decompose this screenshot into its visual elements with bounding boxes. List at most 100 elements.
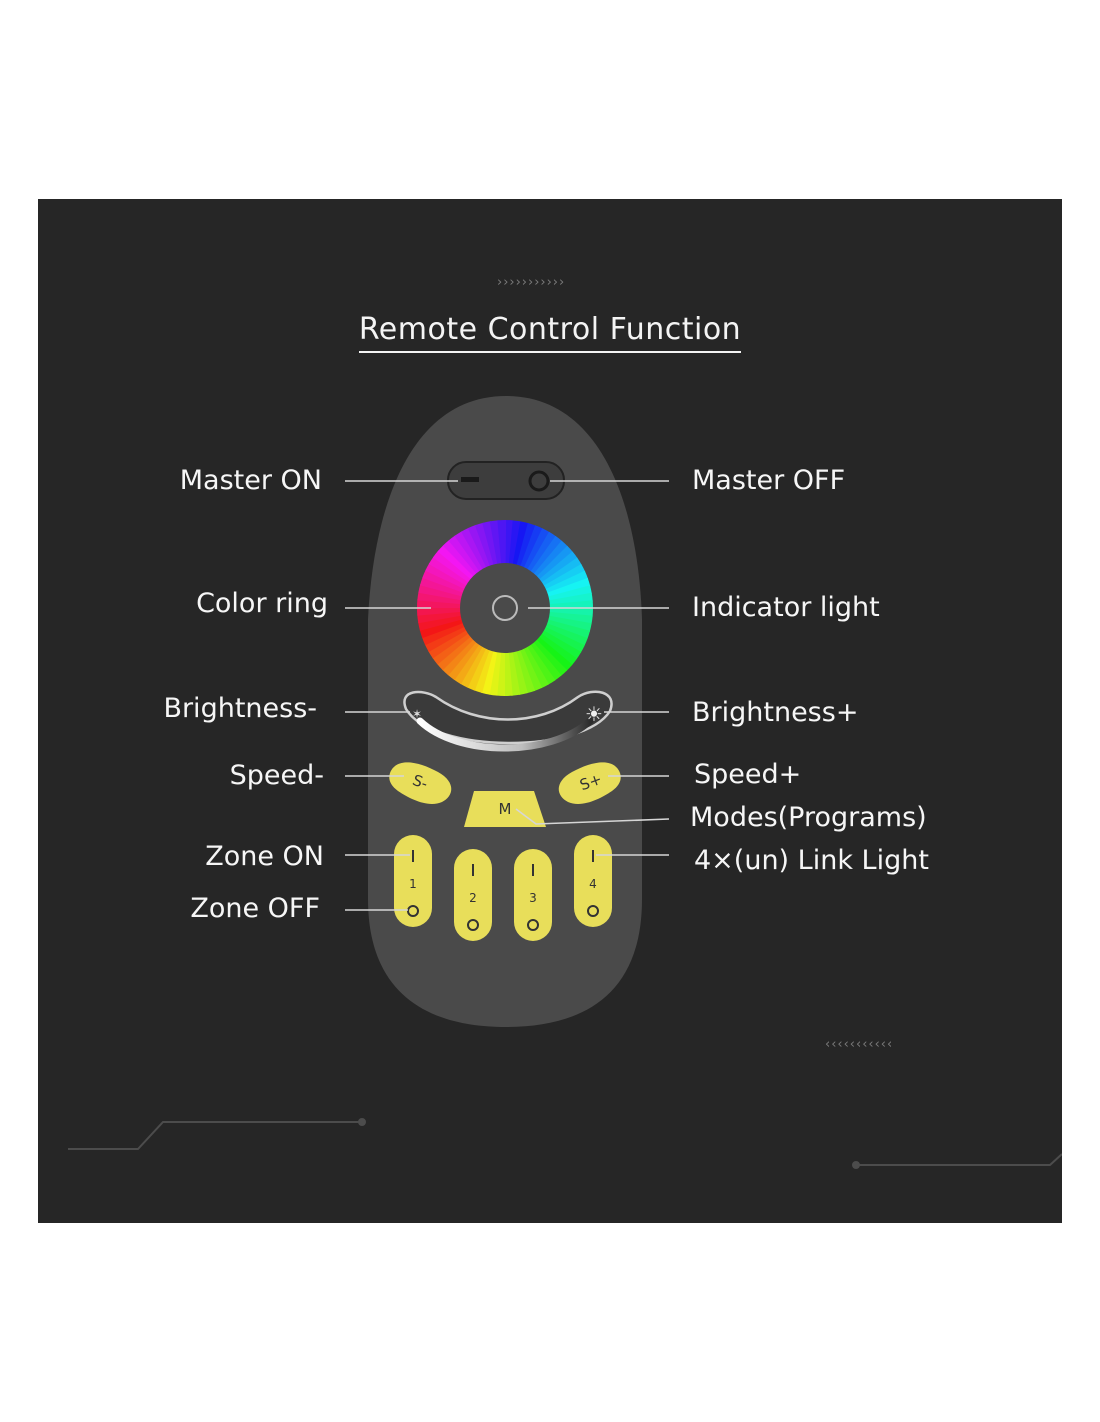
- color-ring-segment: [544, 570, 589, 594]
- label-master-off: Master OFF: [692, 465, 846, 496]
- color-ring-segment: [425, 563, 468, 590]
- color-ring-segment: [460, 645, 487, 688]
- color-ring-segment: [419, 618, 464, 639]
- label-master-on: Master ON: [179, 465, 322, 496]
- color-ring-segment: [526, 644, 556, 685]
- color-ring-segment: [532, 639, 568, 677]
- diagram-panel: ››››››››››› Remote Control Function ✶ ☀: [38, 199, 1062, 1223]
- color-ring-segment: [519, 647, 543, 692]
- color-ring-segment: [428, 629, 469, 659]
- color-ring: [417, 520, 593, 696]
- color-ring-segment: [497, 520, 507, 565]
- mode-button: [464, 791, 546, 827]
- brightness-slider: [416, 717, 594, 752]
- decor-circuit-lines: [68, 1118, 1062, 1169]
- color-ring-segment: [417, 591, 462, 605]
- brightness-track: [403, 690, 613, 745]
- label-color-ring: Color ring: [196, 588, 328, 619]
- zone-1-off-icon: [407, 905, 419, 917]
- color-ring-segment: [527, 531, 557, 573]
- decor-dot-left: [358, 1118, 366, 1126]
- label-brightness-plus: Brightness+: [692, 697, 859, 728]
- color-ring-segment: [422, 569, 466, 593]
- color-ring-segment: [420, 576, 464, 597]
- color-ring-segment: [541, 557, 582, 587]
- color-ring-segment: [503, 651, 513, 696]
- master-on-icon: [461, 477, 479, 482]
- color-ring-segment: [512, 521, 529, 566]
- color-ring-segment: [417, 599, 462, 608]
- title-text: Remote Control Function: [358, 312, 742, 353]
- color-ring-segment: [505, 520, 514, 565]
- color-ring-segment: [481, 650, 498, 695]
- color-ring-segment: [473, 649, 494, 693]
- color-ring-segment: [547, 585, 592, 601]
- color-ring-segment: [461, 527, 487, 570]
- zone-2-off-icon: [467, 919, 479, 931]
- color-ring-segment: [546, 619, 590, 640]
- color-ring-segment: [540, 630, 582, 660]
- zone-button-2: [454, 849, 492, 941]
- decor-chevrons-bottom: ‹‹‹‹‹‹‹‹‹‹‹: [825, 1037, 894, 1052]
- color-ring-segment: [548, 600, 593, 610]
- zone-3-off-icon: [527, 919, 539, 931]
- leader-lines: [345, 480, 670, 911]
- label-zone-off: Zone OFF: [190, 893, 320, 924]
- color-ring-segment: [488, 651, 502, 696]
- zone-1-label: 1: [409, 877, 417, 891]
- color-ring-segment: [447, 641, 480, 681]
- color-ring-segment: [523, 528, 550, 571]
- color-ring-segment: [530, 535, 563, 575]
- color-ring-segment: [508, 520, 522, 565]
- decor-chevrons-top: ›››››››››››: [497, 275, 566, 290]
- color-ring-segment: [544, 623, 588, 647]
- label-brightness-minus: Brightness-: [163, 693, 317, 724]
- label-speed-plus: Speed+: [694, 759, 802, 790]
- color-ring-segment: [441, 638, 477, 676]
- color-ring-segment: [546, 577, 591, 598]
- color-ring-segment: [482, 521, 498, 566]
- color-ring-segment: [548, 608, 593, 617]
- zone-button-4: [574, 835, 612, 927]
- label-speed-minus: Speed-: [229, 760, 324, 791]
- color-ring-segment: [515, 649, 536, 694]
- color-ring-segment: [453, 643, 483, 685]
- color-ring-segment: [543, 564, 586, 590]
- master-off-icon: [528, 470, 550, 492]
- zone-4-off-icon: [587, 905, 599, 917]
- zone-2-label: 2: [469, 891, 477, 905]
- color-ring-segment: [520, 525, 544, 569]
- label-zone-on: Zone ON: [205, 841, 324, 872]
- zone-button-3: [514, 849, 552, 941]
- color-ring-segment: [418, 615, 463, 631]
- indicator-light-icon: [492, 595, 518, 621]
- decor-line-right: [856, 1153, 1062, 1166]
- color-ring-segment: [536, 545, 574, 581]
- color-ring-segment: [436, 635, 474, 671]
- color-ring-segment: [421, 622, 466, 646]
- speed-minus-button: [389, 762, 452, 804]
- color-ring-segment: [533, 540, 569, 578]
- color-ring-segment: [535, 636, 573, 672]
- color-ring-segment: [467, 524, 491, 569]
- brightness-minus-icon: ✶: [412, 707, 422, 721]
- mode-label: M: [498, 800, 512, 818]
- color-ring-segment: [523, 646, 549, 689]
- color-ring-segment: [432, 550, 472, 583]
- color-ring-segment: [538, 551, 578, 584]
- zone-button-1: [394, 835, 432, 927]
- label-link-light: 4×(un) Link Light: [694, 845, 929, 876]
- color-ring-segment: [529, 641, 562, 681]
- color-ring-segment: [496, 651, 505, 696]
- color-ring-segment: [516, 523, 537, 567]
- color-ring-segment: [428, 556, 470, 586]
- decor-dot-right: [852, 1161, 860, 1169]
- color-ring-segment: [547, 615, 592, 632]
- color-ring-segment: [437, 544, 475, 580]
- color-ring-segment: [542, 626, 585, 653]
- page-title: Remote Control Function: [38, 312, 1062, 353]
- speed-plus-button: [558, 762, 621, 804]
- leader-modes: [515, 808, 670, 825]
- color-ring-segment: [512, 650, 528, 695]
- color-ring-segment: [448, 535, 481, 575]
